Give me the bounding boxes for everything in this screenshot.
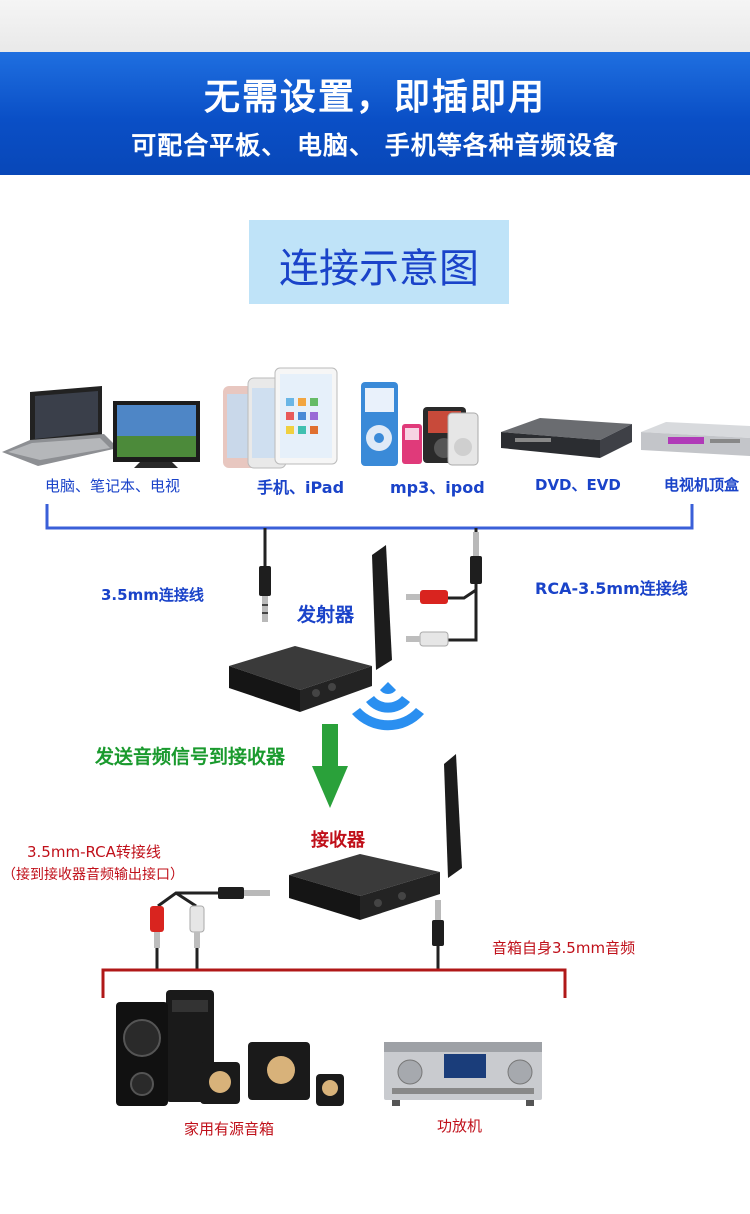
source-label-settop: 电视机顶盒 xyxy=(664,476,740,494)
dvd-player-icon xyxy=(501,418,632,458)
send-signal-label: 发送音频信号到接收器 xyxy=(95,746,286,768)
rca-converter-note: （接到接收器音频输出接口） xyxy=(2,867,184,883)
source-label-phone: 手机、iPad xyxy=(257,478,345,497)
aux-cable-label: 3.5mm连接线 xyxy=(101,586,204,604)
output-label-amplifier: 功放机 xyxy=(437,1117,483,1135)
source-label-mp3: mp3、ipod xyxy=(390,478,485,497)
aux-plug-icon xyxy=(259,566,271,622)
section-heading-box xyxy=(249,220,509,304)
mp3-player-icon xyxy=(361,382,479,466)
set-top-box-icon xyxy=(641,422,750,456)
speaker-set-icon xyxy=(116,990,344,1106)
rca-converter-cable-icon xyxy=(150,887,270,970)
tv-icon xyxy=(113,401,200,468)
output-label-speakers: 家用有源音箱 xyxy=(184,1120,275,1138)
banner-title: 无需设置，即插即用 xyxy=(203,77,546,118)
down-arrow-icon xyxy=(312,724,348,808)
speaker-aux-plug-icon xyxy=(432,900,444,970)
receiver-device-icon xyxy=(289,754,462,920)
top-strip xyxy=(0,0,750,52)
transmitter-device-icon xyxy=(229,545,392,712)
source-label-dvd: DVD、EVD xyxy=(535,476,621,494)
rca-cable-label: RCA-3.5mm连接线 xyxy=(535,579,688,598)
rca-converter-label: 3.5mm-RCA转接线 xyxy=(27,843,161,861)
laptop-icon xyxy=(2,386,118,466)
receiver-label: 接收器 xyxy=(311,830,365,851)
section-title: 连接示意图 xyxy=(279,246,479,292)
phone-tablet-icon xyxy=(223,367,338,469)
banner-subtitle: 可配合平板、 电脑、 手机等各种音频设备 xyxy=(131,131,619,160)
header-banner xyxy=(0,52,750,175)
transmitter-label: 发射器 xyxy=(297,604,355,626)
wireless-signal-icon xyxy=(352,682,424,731)
source-label-computer: 电脑、笔记本、电视 xyxy=(45,477,181,495)
output-bus xyxy=(101,968,567,998)
speaker-aux-label: 音箱自身3.5mm音频 xyxy=(492,939,636,957)
rca-cable-icon xyxy=(406,532,482,647)
amplifier-icon xyxy=(384,1042,542,1106)
